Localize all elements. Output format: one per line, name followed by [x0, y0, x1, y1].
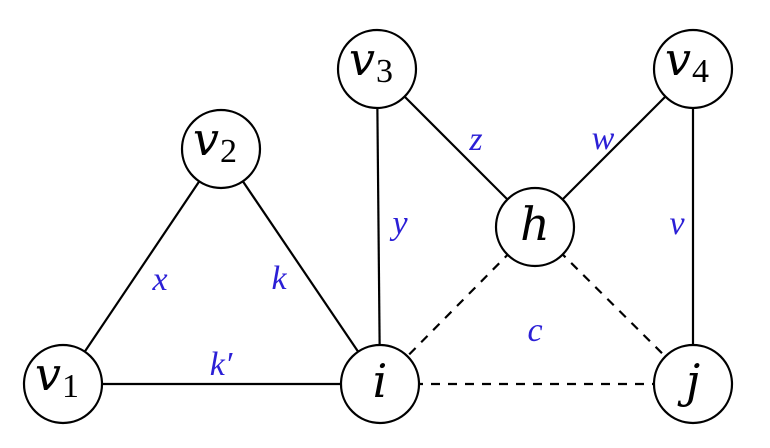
node-v4: v4 [652, 28, 734, 110]
node-v3: v3 [336, 28, 418, 110]
node-circle-v2 [180, 108, 262, 190]
node-j: j [652, 343, 734, 425]
node-label-v3: v3 [349, 32, 393, 90]
nodes-layer: v1 v2 v3 v4 h i j [22, 28, 734, 425]
node-circle-h [494, 186, 576, 268]
edge-v3-i [375, 68, 382, 385]
edge-labels-layer: x k k′ y z w v c [151, 120, 685, 383]
edge-label-v1-v2: x [151, 261, 167, 298]
node-v1: v1 [22, 343, 104, 425]
node-v2: v2 [180, 108, 262, 190]
node-circle-j [652, 343, 734, 425]
edge-label-v4-j: v [669, 205, 685, 242]
node-label-v2: v2 [193, 112, 237, 170]
region-label-c: c [527, 312, 542, 349]
edge-v2-i [220, 148, 381, 385]
node-label-h: h [520, 197, 550, 251]
node-label-v1: v1 [35, 347, 79, 405]
node-i: i [339, 343, 421, 425]
node-label-v4: v4 [665, 32, 709, 90]
edges-layer [62, 68, 695, 386]
edge-v1-v2 [62, 148, 222, 385]
node-circle-v3 [336, 28, 418, 110]
node-h: h [494, 186, 576, 268]
edge-label-v3-i: y [389, 205, 408, 242]
edge-label-v2-i: k [271, 260, 287, 297]
node-circle-v4 [652, 28, 734, 110]
edge-label-v3-h: z [468, 121, 482, 158]
edge-label-v1-i: k′ [210, 346, 233, 383]
node-circle-v1 [22, 343, 104, 425]
node-label-i: i [373, 354, 388, 408]
node-circle-i [339, 343, 421, 425]
edge-label-v4-h: w [592, 120, 615, 157]
